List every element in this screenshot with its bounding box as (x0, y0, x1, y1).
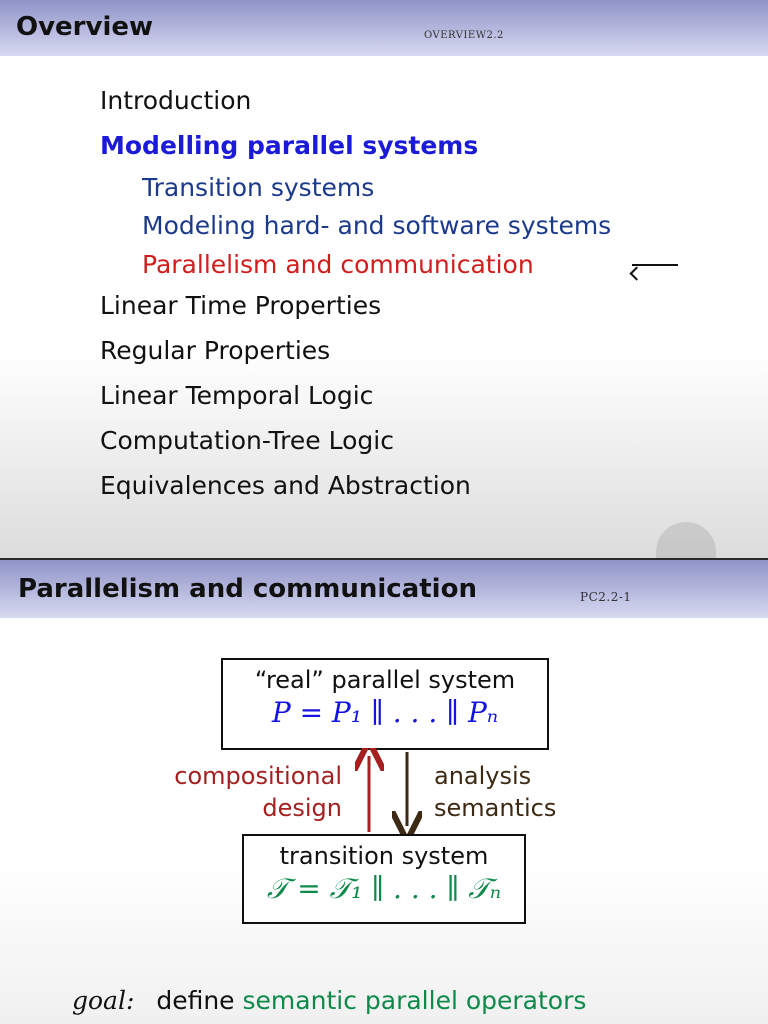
slide-header: Overview OVERVIEW2.2 (0, 0, 768, 56)
watermark-logo (656, 522, 716, 558)
slide-title: Parallelism and communication (18, 574, 477, 604)
toc-item-ctl: Computation-Tree Logic (100, 426, 394, 455)
goal-label: goal: (72, 986, 135, 1015)
toc-item-equivalences: Equivalences and Abstraction (100, 471, 471, 500)
toc-item-regular-properties: Regular Properties (100, 336, 331, 365)
real-system-formula: P = P₁ ∥ . . . ∥ Pₙ (271, 696, 499, 729)
toc-subitem-parallelism-current: Parallelism and communication (142, 250, 534, 279)
left-label-line1: compositional (174, 762, 342, 790)
slide-divider (0, 558, 768, 560)
right-label-line2: semantics (434, 794, 557, 822)
transition-system-label: transition system (279, 842, 489, 870)
arrows-diagram (355, 748, 425, 834)
current-position-arrow-icon (632, 264, 678, 266)
compositional-design-label: compositional design (170, 760, 342, 824)
toc-section-modelling: Modelling parallel systems (100, 131, 479, 160)
slide-tag: PC2.2-1 (580, 590, 632, 604)
goal-text: define (156, 986, 235, 1015)
transition-system-box: transition system 𝒯 = 𝒯₁ ∥ . . . ∥ 𝒯ₙ (242, 834, 526, 924)
toc-subitem-transition-systems: Transition systems (142, 173, 375, 202)
real-system-label: “real” parallel system (254, 666, 516, 694)
goal-statement: goal: define semantic parallel operators (72, 986, 586, 1015)
toc-subitem-modeling-hw-sw: Modeling hard- and software systems (142, 211, 612, 240)
right-label-line1: analysis (434, 762, 532, 790)
parallelism-slide: Parallelism and communication PC2.2-1 “r… (0, 560, 768, 1024)
toc-item-introduction: Introduction (100, 86, 252, 115)
slide-header: Parallelism and communication PC2.2-1 (0, 560, 768, 618)
analysis-semantics-label: analysis semantics (434, 760, 556, 824)
real-system-box: “real” parallel system P = P₁ ∥ . . . ∥ … (221, 658, 549, 750)
left-label-line2: design (262, 794, 342, 822)
goal-highlight: semantic parallel operators (242, 986, 587, 1015)
toc-item-ltl: Linear Temporal Logic (100, 381, 374, 410)
toc-item-linear-time: Linear Time Properties (100, 291, 382, 320)
transition-system-formula: 𝒯 = 𝒯₁ ∥ . . . ∥ 𝒯ₙ (266, 872, 502, 905)
overview-slide: Overview OVERVIEW2.2 Introduction Modell… (0, 0, 768, 558)
slide-title: Overview (16, 12, 154, 42)
slide-tag: OVERVIEW2.2 (424, 30, 504, 41)
